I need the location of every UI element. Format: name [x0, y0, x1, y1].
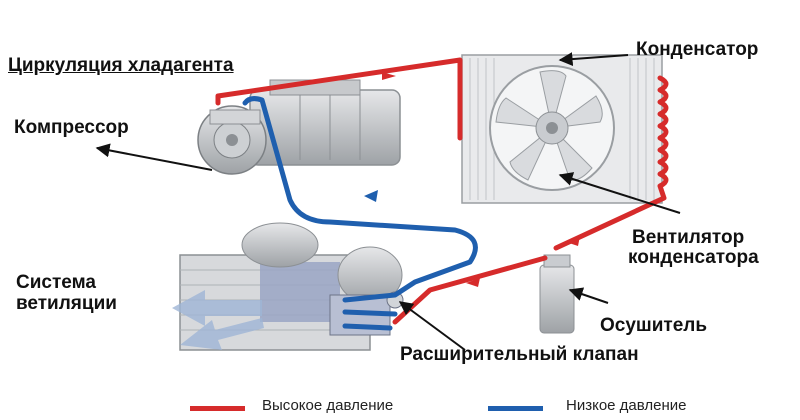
evaporator-icon: [179, 222, 403, 351]
label-condenser: Конденсатор: [636, 39, 759, 60]
airflow-arrow-icon: [172, 290, 264, 350]
compressor-icon: [197, 79, 401, 175]
low-pressure-flow-arrows: [364, 190, 378, 202]
legend-high-swatch: [190, 406, 245, 411]
fan-icon: [489, 65, 615, 191]
label-ventilation-line1: Система: [16, 272, 96, 293]
label-expansion-valve: Расширительный клапан: [400, 344, 639, 365]
label-dryer: Осушитель: [600, 315, 708, 336]
label-fan-line1: Вентилятор: [632, 227, 745, 248]
label-compressor: Компрессор: [14, 117, 129, 138]
pointer-arrows: [95, 52, 681, 351]
legend-low-label: Низкое давление: [566, 397, 687, 414]
legend-high-label: Высокое давление: [262, 397, 394, 414]
low-pressure-line: [242, 96, 478, 331]
dryer-icon: [539, 254, 575, 334]
high-pressure-flow-arrows: [382, 72, 580, 287]
label-fan-line2: конденсатора: [628, 247, 759, 268]
label-ventilation-line2: ветиляции: [16, 293, 117, 314]
diagram-title: Циркуляция хладагента: [8, 55, 234, 76]
legend-low-swatch: [488, 406, 543, 411]
